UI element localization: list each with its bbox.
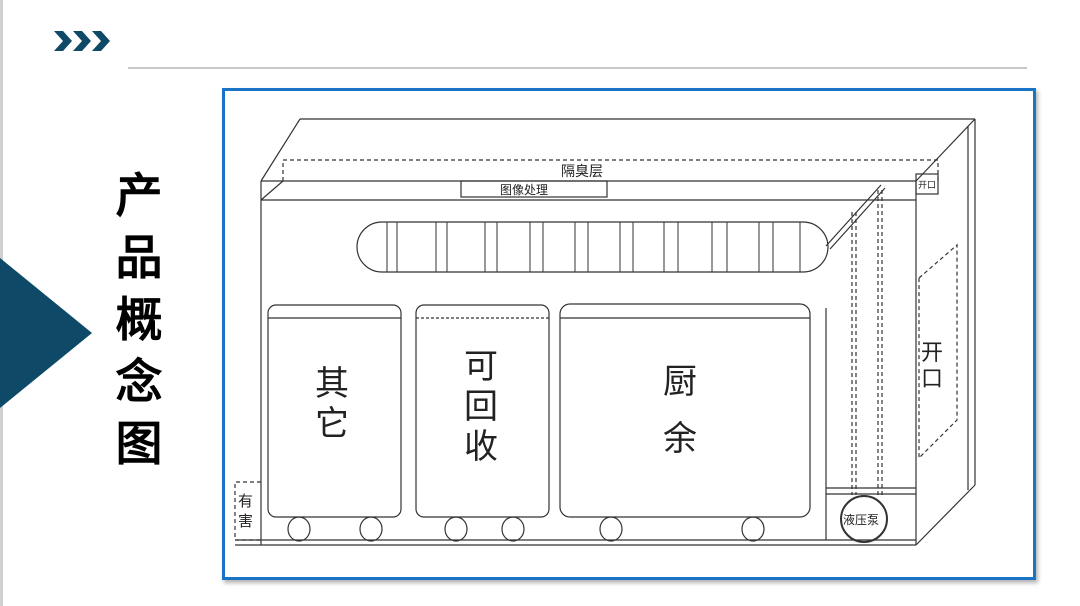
side-opening: 开 口 [918, 243, 958, 460]
bin-recyclable-label: 可 [464, 347, 498, 387]
triple-chevron-right-icon [54, 31, 110, 51]
ramp [825, 184, 886, 250]
slide-title: 产品概念图 [115, 169, 163, 472]
bin-recyclable: 可 回 收 [415, 304, 550, 518]
hydraulic-pump: 液压泵 [840, 495, 888, 543]
diagram-frame [222, 88, 1036, 580]
lift-rails [851, 190, 883, 495]
bin-other-label: 它 [315, 404, 349, 444]
bin-kitchen-label: 余 [663, 419, 697, 459]
top-opening-label: 开口 [918, 180, 936, 191]
bin-recyclable-label: 回 [464, 387, 498, 427]
bin-other-label: 其 [315, 364, 349, 404]
header-divider [128, 67, 1027, 69]
side-opening-label: 口 [921, 367, 943, 392]
hazardous-bin: 有 害 [234, 481, 261, 541]
cabinet-outline [235, 118, 976, 546]
image-processing-box: 图像处理 [460, 180, 608, 198]
hydraulic-pump-label: 液压泵 [843, 512, 879, 527]
image-processing-label: 图像处理 [500, 183, 548, 197]
hazardous-label: 有 [238, 492, 253, 510]
top-opening: 开口 [915, 173, 939, 195]
conveyor-belt [356, 221, 829, 273]
side-opening-label: 开 [921, 341, 943, 366]
bin-recyclable-label: 收 [464, 427, 498, 467]
bin-kitchen: 厨 余 [559, 303, 811, 518]
deodor-layer-label: 隔臭层 [561, 164, 603, 180]
hazardous-label: 害 [238, 512, 253, 530]
wheels [287, 516, 765, 542]
bin-kitchen-label: 厨 [663, 362, 697, 402]
triangle-marker-icon [0, 258, 92, 408]
deodor-layer: 隔臭层 [282, 159, 939, 181]
bin-other: 其 它 [267, 304, 402, 518]
